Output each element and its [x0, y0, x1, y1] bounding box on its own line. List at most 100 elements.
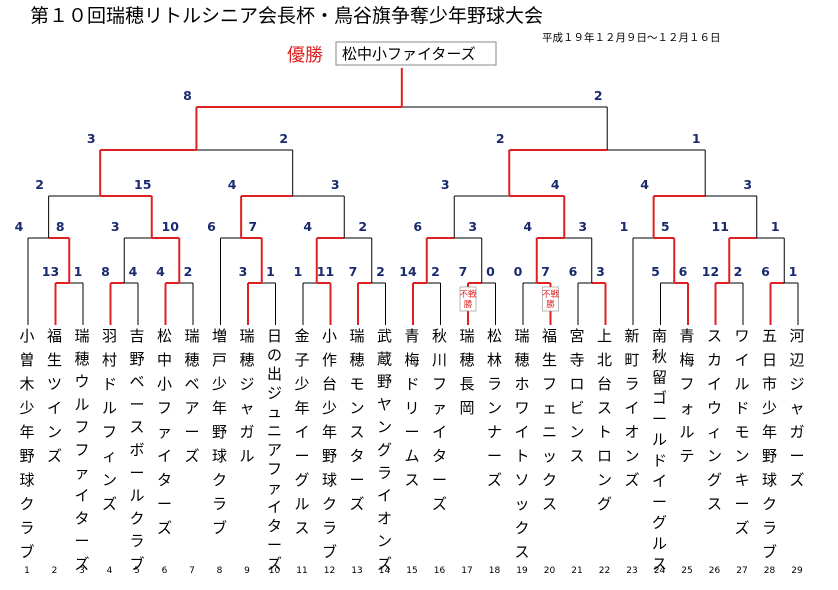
team-name: 松林ランナーズ: [487, 327, 502, 489]
team-seed: 7: [189, 566, 195, 576]
score-label: 1: [789, 264, 798, 279]
score-label: 1: [294, 264, 303, 279]
team-seed: 23: [626, 566, 637, 576]
team-name: 瑞穂ウルフファイターズ: [74, 327, 89, 573]
score-label: 4: [640, 177, 649, 192]
score-label: 11: [712, 219, 729, 234]
tournament-title: 第１０回瑞穂リトルシニア会長杯・鳥谷旗争奪少年野球大会: [30, 5, 543, 27]
score-label: 6: [761, 264, 770, 279]
score-label: 2: [358, 219, 367, 234]
team-entry: 福生フェニックス 20: [542, 327, 557, 576]
score-label: 2: [734, 264, 743, 279]
winner-label: 優勝: [287, 45, 323, 66]
team-seed: 28: [764, 566, 776, 576]
team-name: 小作台少年野球クラブ: [322, 327, 337, 561]
team-name: 小曽木少年野球クラブ: [19, 327, 34, 561]
score-label: 2: [431, 264, 440, 279]
score-label: 1: [74, 264, 83, 279]
team-seed: 18: [489, 566, 501, 576]
team-seed: 17: [461, 566, 472, 576]
score-label: 2: [184, 264, 193, 279]
team-name: 羽村ドルフィンズ: [102, 327, 117, 513]
team-name: 河辺ジャガーズ: [789, 327, 804, 489]
champion-box: [335, 41, 497, 66]
team-name: 日の出ジュニアファイターズ: [267, 327, 282, 573]
score-label: 2: [496, 131, 505, 146]
team-seed: 22: [599, 566, 610, 576]
team-entry: 瑞穂ベアーズ 7: [184, 327, 199, 576]
team-seed: 10: [269, 566, 281, 576]
score-label: 7: [248, 219, 257, 234]
score-label: 0: [486, 264, 495, 279]
score-label: 8: [101, 264, 110, 279]
score-label: 10: [162, 219, 180, 234]
score-label: 4: [15, 219, 24, 234]
score-label: 1: [266, 264, 275, 279]
team-name: ワイルドモンキーズ: [734, 327, 749, 537]
score-label: 1: [692, 131, 701, 146]
score-label: 7: [349, 264, 358, 279]
team-seed: 15: [406, 566, 417, 576]
score-label: 3: [441, 177, 450, 192]
team-seed: 8: [217, 566, 223, 576]
score-label: 4: [156, 264, 165, 279]
team-seed: 29: [791, 566, 803, 576]
team-seed: 16: [434, 566, 446, 576]
forfeit-box: [459, 286, 477, 312]
team-name: 宮寺ロビンス: [569, 327, 584, 465]
team-name: 吉野ベースボールクラブ: [129, 327, 144, 573]
score-label: 2: [35, 177, 44, 192]
score-label: 0: [514, 264, 523, 279]
score-label: 3: [578, 219, 587, 234]
team-seed: 5: [134, 566, 140, 576]
forfeit-label: 不戦勝: [459, 289, 477, 310]
score-label: 3: [331, 177, 340, 192]
score-label: 6: [413, 219, 422, 234]
score-label: 15: [134, 177, 151, 192]
score-label: 7: [459, 264, 468, 279]
team-seed: 1: [24, 566, 30, 576]
score-label: 6: [679, 264, 688, 279]
team-seed: 20: [544, 566, 556, 576]
score-label: 12: [702, 264, 719, 279]
score-label: 7: [541, 264, 550, 279]
team-seed: 2: [52, 566, 58, 576]
score-label: 2: [376, 264, 385, 279]
team-name: 福生フェニックス: [542, 327, 557, 513]
score-label: 2: [594, 88, 603, 103]
team-entry: 新町ライオンズ 23: [624, 327, 639, 576]
team-name: スカイウィングス: [707, 327, 722, 513]
score-label: 5: [651, 264, 660, 279]
score-label: 6: [207, 219, 216, 234]
team-seed: 19: [516, 566, 528, 576]
team-name: 瑞穂ベアーズ: [184, 327, 199, 465]
score-label: 4: [303, 219, 312, 234]
team-name: 新町ライオンズ: [624, 327, 639, 489]
team-seed: 9: [244, 566, 250, 576]
team-entry: 松林ランナーズ 18: [487, 327, 502, 576]
forfeit-box: [542, 286, 559, 312]
score-label: 6: [569, 264, 578, 279]
team-seed: 25: [681, 566, 692, 576]
